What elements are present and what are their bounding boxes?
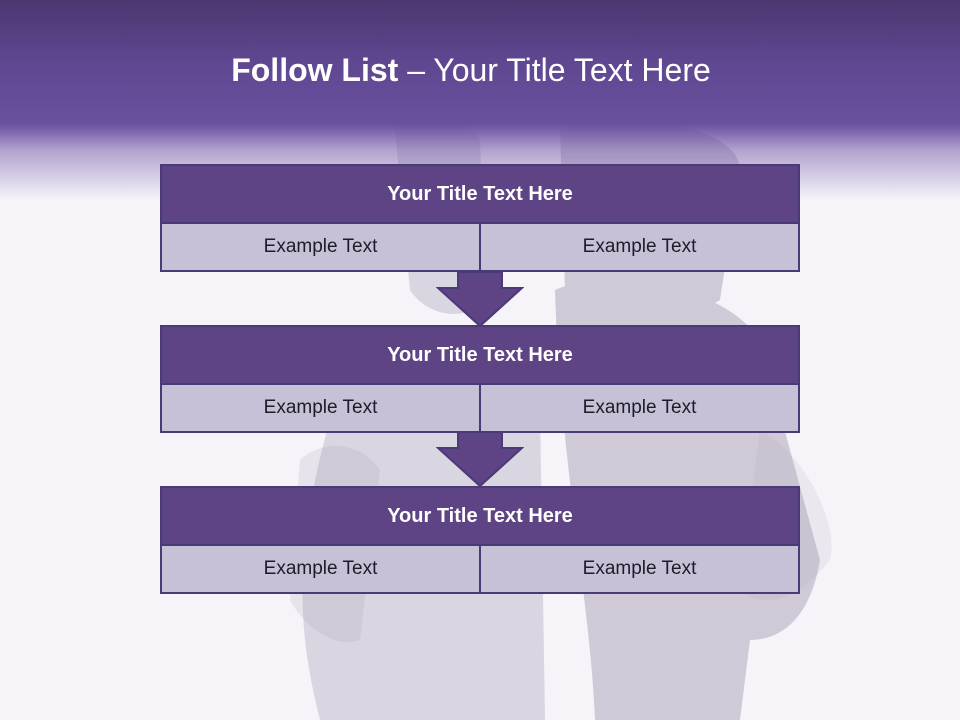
slide-title-rest: – Your Title Text Here	[398, 52, 711, 88]
step-box-3: Your Title Text Here Example Text Exampl…	[160, 486, 800, 594]
step-cell-left: Example Text	[162, 546, 479, 592]
slide-title-bold: Follow List	[231, 52, 399, 88]
step-row: Example Text Example Text	[162, 224, 798, 270]
step-cell-right: Example Text	[479, 546, 798, 592]
step-row: Example Text Example Text	[162, 385, 798, 431]
down-arrow-icon	[436, 272, 524, 328]
step-row: Example Text Example Text	[162, 546, 798, 592]
step-box-1: Your Title Text Here Example Text Exampl…	[160, 164, 800, 272]
step-cell-right: Example Text	[479, 224, 798, 270]
step-title: Your Title Text Here	[162, 488, 798, 546]
step-title: Your Title Text Here	[162, 327, 798, 385]
step-box-2: Your Title Text Here Example Text Exampl…	[160, 325, 800, 433]
step-title: Your Title Text Here	[162, 166, 798, 224]
step-cell-left: Example Text	[162, 385, 479, 431]
step-cell-left: Example Text	[162, 224, 479, 270]
slide-title: Follow List – Your Title Text Here	[0, 52, 942, 89]
down-arrow-icon	[436, 432, 524, 488]
step-cell-right: Example Text	[479, 385, 798, 431]
